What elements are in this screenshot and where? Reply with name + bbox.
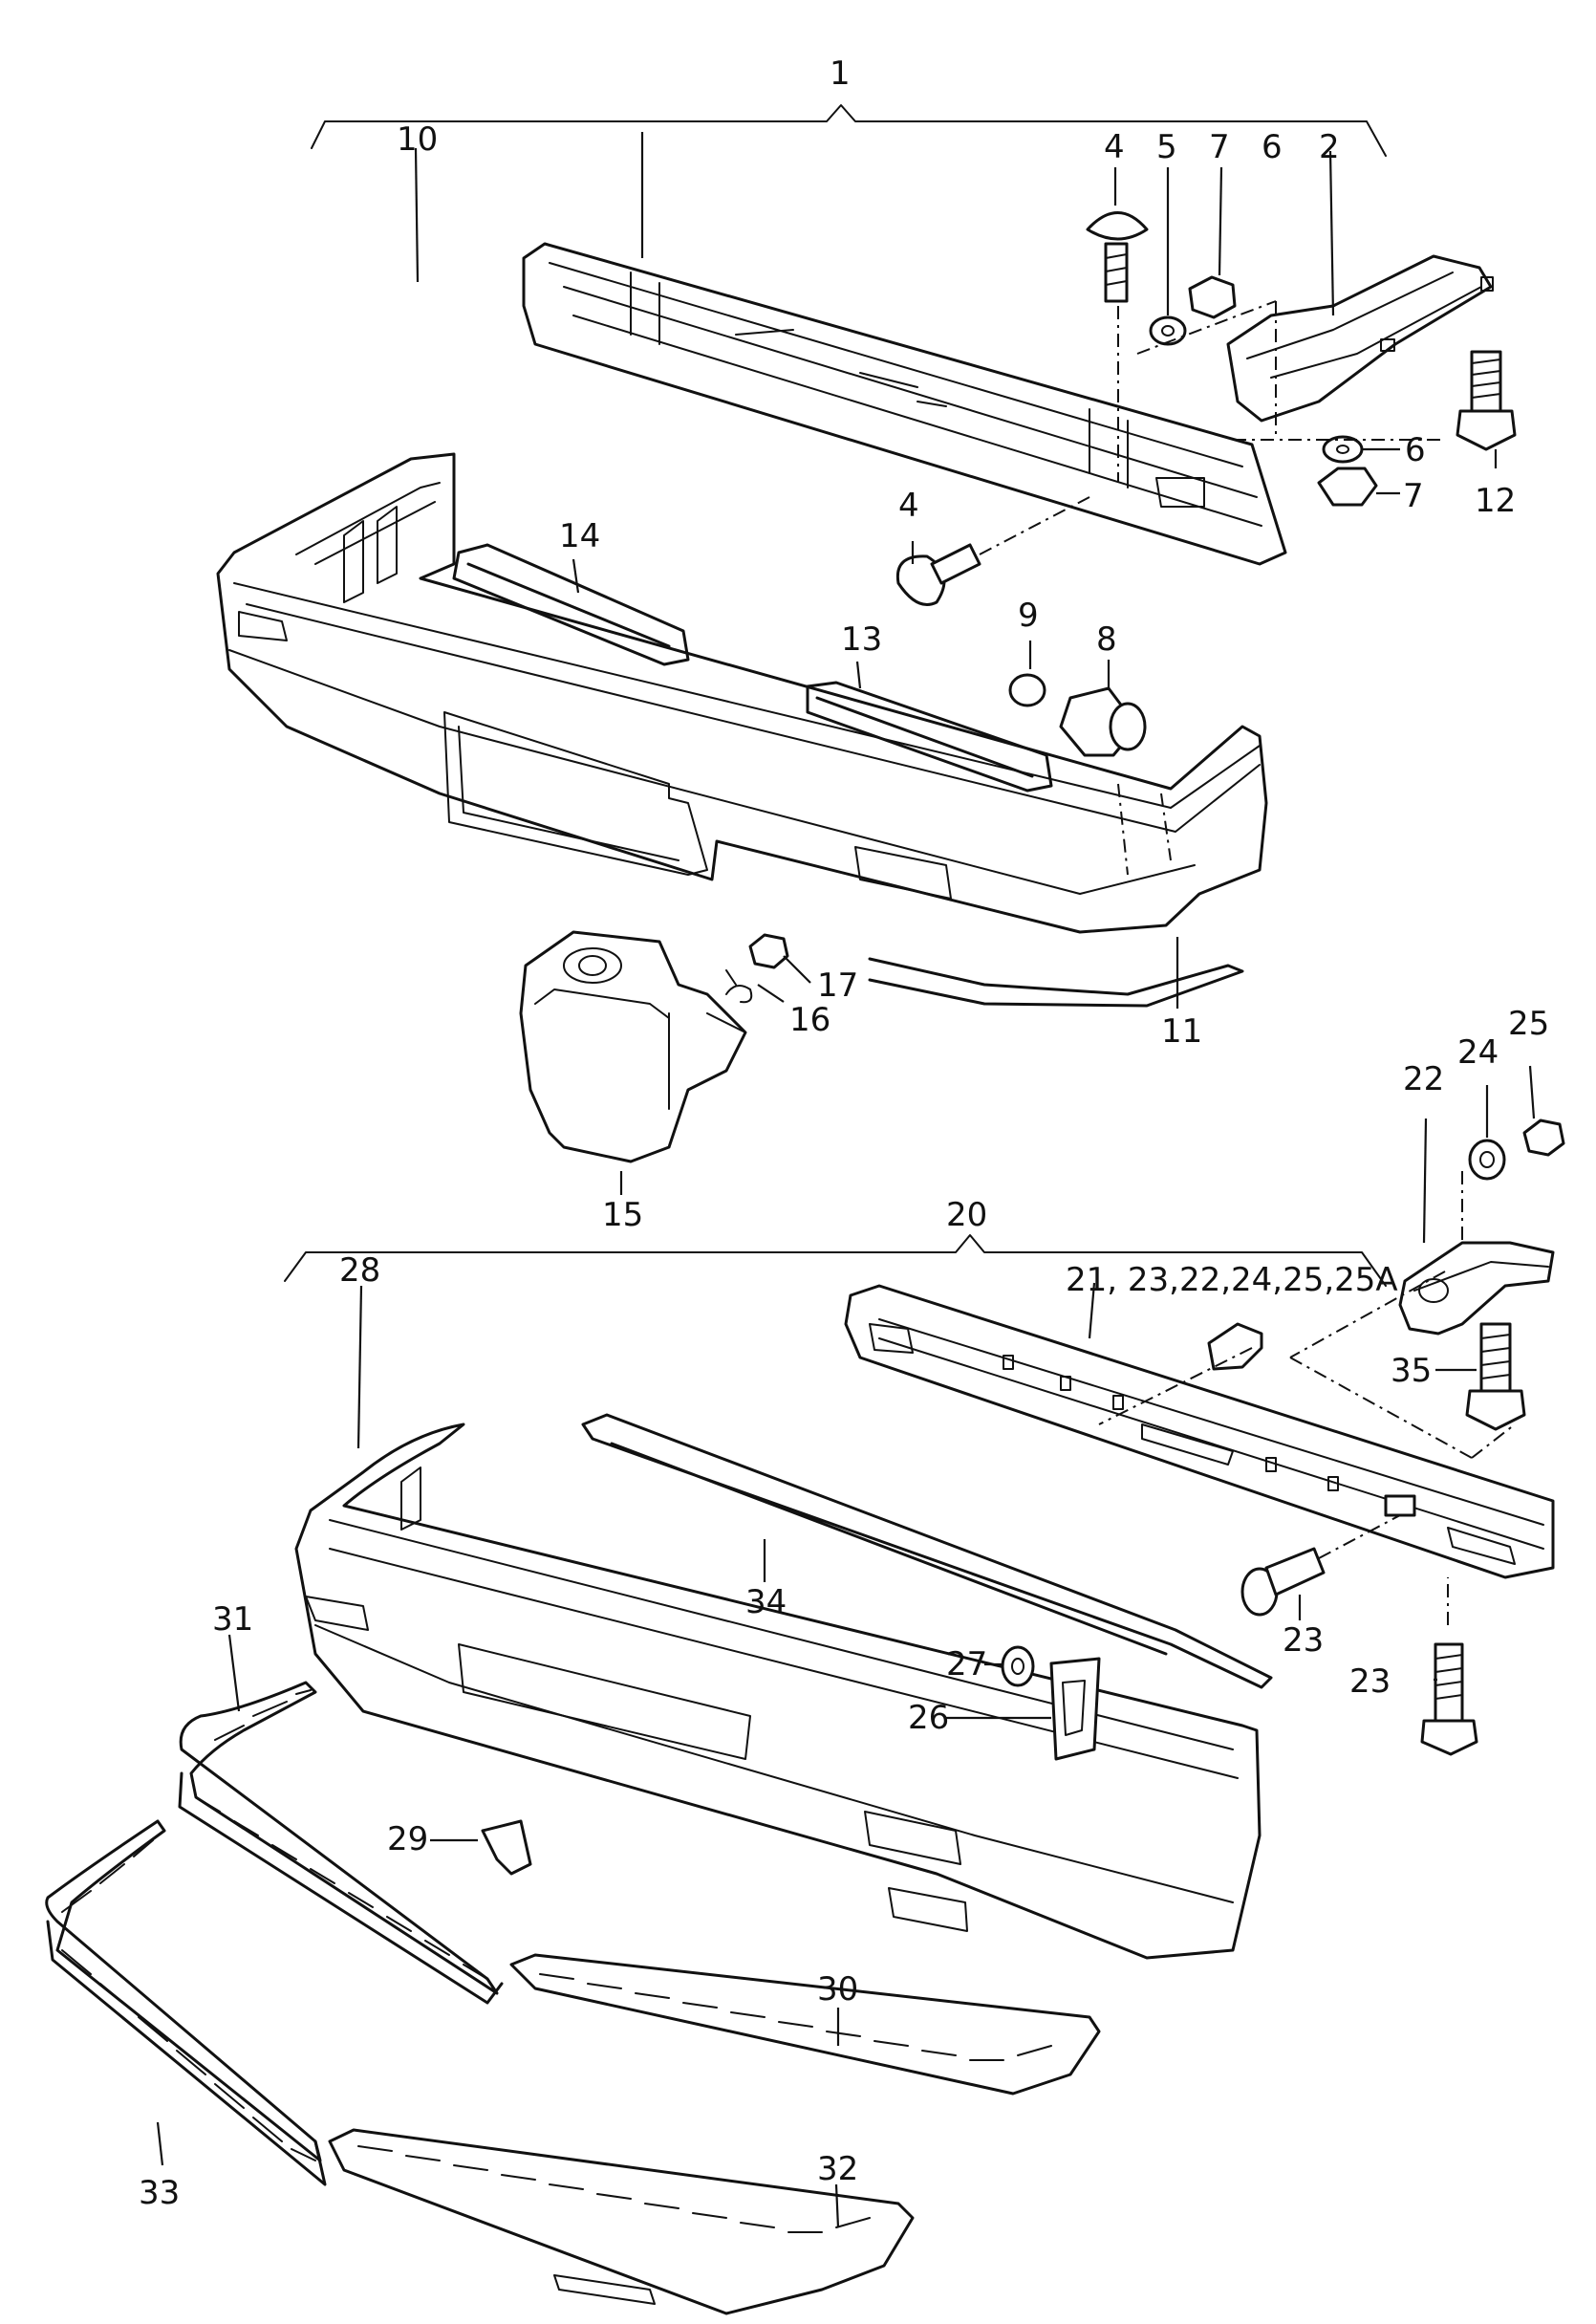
fastener-23 <box>1240 1547 1326 1617</box>
alignment-lines-top <box>1117 300 1443 483</box>
bracket-22 <box>1398 1241 1555 1336</box>
tow-hook-cover-15 <box>519 930 747 1163</box>
callout-9: 9 <box>1018 597 1039 635</box>
rear-bumper-assembly <box>216 104 1517 1163</box>
part-8 <box>1059 686 1147 757</box>
lower-spoiler-33 <box>45 1819 327 2186</box>
callout-14: 14 <box>559 517 600 555</box>
fastener-4-top <box>1086 211 1149 303</box>
callout-13: 13 <box>841 620 882 659</box>
callout-27: 27 <box>946 1645 987 1683</box>
callout-16: 16 <box>789 1001 830 1039</box>
nut-7-top <box>1188 275 1237 319</box>
nut-25 <box>1522 1119 1565 1157</box>
clip-29 <box>481 1819 532 1876</box>
callout-24: 24 <box>1457 1033 1499 1072</box>
fastener-4-lower <box>895 543 981 606</box>
callout-30: 30 <box>817 1970 858 2009</box>
callout-33: 33 <box>139 2174 180 2212</box>
seal-14 <box>452 543 690 666</box>
callout-6-lower: 6 <box>1405 431 1426 469</box>
guide-strip-34 <box>581 1413 1273 1689</box>
callout-6-top: 6 <box>1262 128 1283 166</box>
part-9 <box>1008 673 1046 707</box>
callout-20: 20 <box>946 1196 987 1234</box>
callout-labels: 1 10 4 5 7 6 2 6 7 12 4 14 9 8 13 17 16 … <box>139 54 1549 2212</box>
leader-lines <box>156 132 1536 2228</box>
callout-15: 15 <box>602 1196 643 1234</box>
callout-34: 34 <box>745 1583 787 1621</box>
callout-28: 28 <box>339 1251 380 1290</box>
clip-21 <box>1207 1322 1263 1371</box>
front-reinforcement-bar <box>844 1284 1555 1579</box>
callout-26: 26 <box>908 1699 949 1737</box>
seal-13 <box>806 681 1053 793</box>
callout-21-group: 21, 23,22,24,25,25A <box>1066 1261 1398 1299</box>
callout-32: 32 <box>817 2150 858 2188</box>
callout-7-top: 7 <box>1209 128 1230 166</box>
callout-23-plug: 23 <box>1283 1621 1324 1660</box>
callout-23-bolt: 23 <box>1349 1662 1391 1701</box>
assembly-bracket-20 <box>284 1234 1387 1287</box>
assembly-bracket-1 <box>311 104 1387 157</box>
clip-16 <box>725 969 753 1004</box>
front-bumper-assembly <box>45 1119 1565 2315</box>
callout-17: 17 <box>817 967 858 1005</box>
washer-5 <box>1149 315 1187 346</box>
callout-12: 12 <box>1475 482 1516 520</box>
rear-reinforcement-bar <box>522 242 1287 566</box>
callout-1: 1 <box>830 54 851 93</box>
bolt-12 <box>1456 350 1517 451</box>
trim-strip-11 <box>868 957 1244 1008</box>
callout-4-lower: 4 <box>898 487 919 525</box>
rear-bumper-cover <box>216 452 1268 934</box>
callout-2: 2 <box>1319 128 1340 166</box>
washer-24 <box>1468 1139 1506 1181</box>
nut-17 <box>748 933 789 969</box>
callout-7-lower: 7 <box>1403 477 1424 515</box>
spoiler-31 <box>178 1681 504 2005</box>
lower-spoiler-32 <box>328 2128 915 2315</box>
callout-5: 5 <box>1156 128 1177 166</box>
mounting-bracket <box>1226 254 1494 423</box>
callout-8: 8 <box>1096 620 1117 659</box>
callout-4-top: 4 <box>1104 128 1125 166</box>
bolt-35 <box>1465 1322 1526 1431</box>
callout-25: 25 <box>1508 1005 1549 1043</box>
guide-26 <box>1049 1657 1101 1761</box>
callout-10: 10 <box>397 120 438 159</box>
nut-7-lower <box>1317 467 1378 507</box>
spoiler-30 <box>509 1953 1101 2096</box>
callout-11: 11 <box>1161 1012 1202 1051</box>
callout-22: 22 <box>1403 1060 1444 1098</box>
bolt-23 <box>1420 1642 1478 1756</box>
callout-31: 31 <box>212 1600 253 1639</box>
callout-35: 35 <box>1391 1352 1432 1390</box>
ring-27 <box>1001 1645 1035 1687</box>
callout-29: 29 <box>387 1820 428 1858</box>
